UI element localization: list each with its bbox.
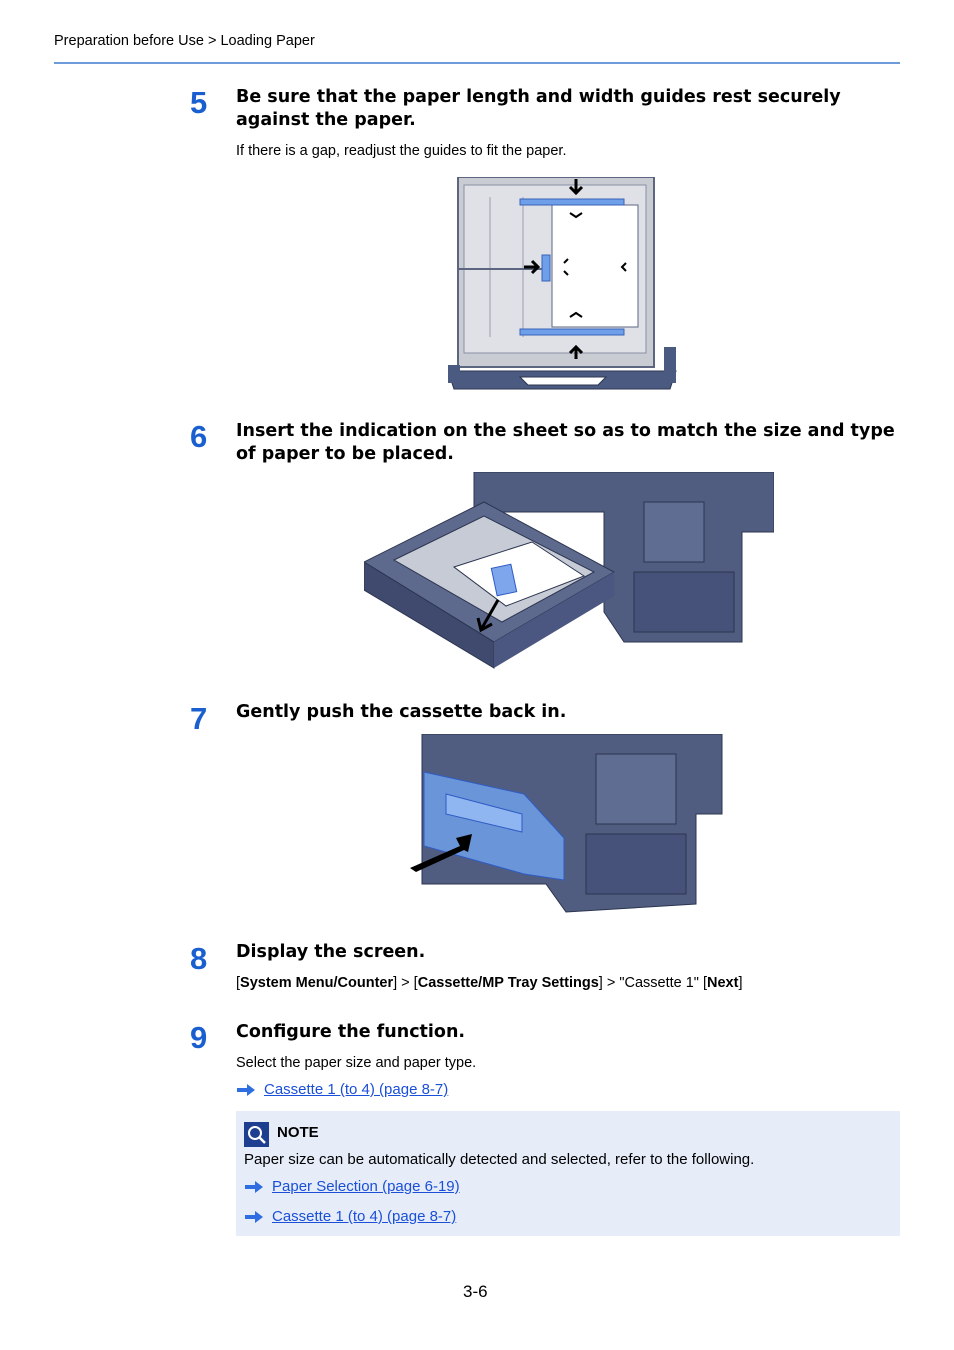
note-cassette-link[interactable]: Cassette 1 (to 4) (page 8-7): [272, 1208, 457, 1225]
menu-next: Next: [707, 975, 739, 991]
cassette-link-row[interactable]: Cassette 1 (to 4) (page 8-7): [236, 1081, 448, 1098]
page-number: 3-6: [463, 1282, 488, 1301]
arrow-right-icon: [245, 1210, 263, 1223]
size-indicator-sheet-illustration: [364, 472, 774, 669]
paper-selection-link-row[interactable]: Paper Selection (page 6-19): [244, 1178, 460, 1195]
step-8-number: 8: [190, 941, 208, 976]
menu-path-separator: ] > "Cassette 1" [: [598, 975, 708, 991]
step-9-text: Select the paper size and paper type.: [236, 1055, 477, 1071]
menu-path: [System Menu/Counter] > [Cassette/MP Tra…: [236, 974, 742, 992]
step-6-number: 6: [190, 419, 208, 454]
header-divider: [54, 62, 900, 64]
note-box: NOTE Paper size can be automatically det…: [236, 1111, 900, 1236]
step-5-title: Be sure that the paper length and width …: [236, 87, 841, 130]
step-7-title: Gently push the cassette back in.: [236, 702, 567, 722]
note-text: Paper size can be automatically detected…: [244, 1151, 755, 1168]
breadcrumb: Preparation before Use > Loading Paper: [54, 33, 315, 49]
push-cassette-illustration: [410, 734, 723, 913]
step-6-title: Insert the indication on the sheet so as…: [236, 421, 895, 464]
step-9-number: 9: [190, 1020, 208, 1055]
step-9-title: Configure the function.: [236, 1022, 466, 1042]
menu-path-separator: ] > [: [393, 975, 418, 991]
note-title: NOTE: [277, 1124, 319, 1141]
step-8-title: Display the screen.: [236, 942, 426, 962]
note-cassette-link-row[interactable]: Cassette 1 (to 4) (page 8-7): [244, 1208, 456, 1225]
step-5-text: If there is a gap, readjust the guides t…: [236, 143, 567, 159]
step-5-number: 5: [190, 85, 208, 120]
paper-selection-link[interactable]: Paper Selection (page 6-19): [272, 1178, 460, 1195]
arrow-right-icon: [237, 1083, 255, 1096]
menu-system-menu-counter: System Menu/Counter: [240, 975, 394, 991]
menu-cassette-mp-tray-settings: Cassette/MP Tray Settings: [417, 975, 599, 991]
cassette-link[interactable]: Cassette 1 (to 4) (page 8-7): [264, 1081, 449, 1098]
note-icon: [244, 1122, 269, 1147]
menu-path-open: [: [236, 975, 241, 991]
cassette-guides-illustration: [448, 177, 677, 390]
arrow-right-icon: [245, 1180, 263, 1193]
menu-path-close: ]: [738, 975, 743, 991]
step-7-number: 7: [190, 701, 208, 736]
